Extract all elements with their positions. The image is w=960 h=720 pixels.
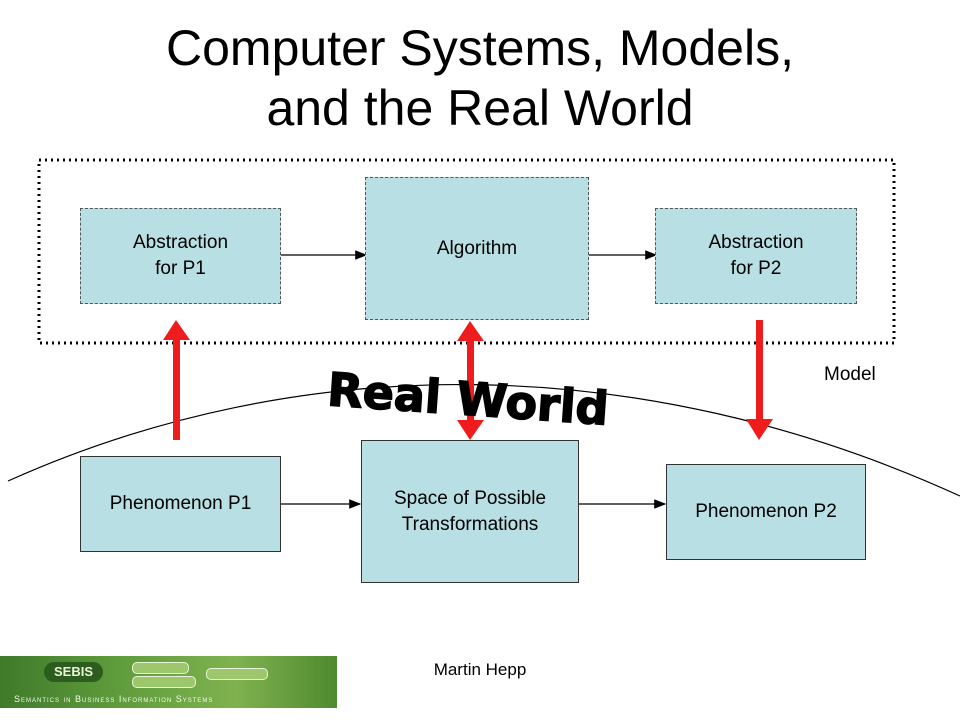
red-arrow-bidirectional [457, 321, 484, 440]
box-phenomenon-p2-label: Phenomenon P2 [695, 501, 837, 522]
model-label: Model [824, 364, 876, 385]
model-boundary [37, 158, 896, 345]
box-abstraction-p2: Abstraction for P2 [655, 208, 857, 304]
box-phenomenon-p2: Phenomenon P2 [666, 464, 866, 560]
sebis-logo: SEBIS Semantics in Business Information … [0, 656, 337, 708]
red-arrow-down-p2 [746, 320, 773, 440]
box-space-transformations-label: Space of Possible Transformations [393, 487, 547, 535]
logo-chip [132, 662, 189, 674]
box-phenomenon-p1: Phenomenon P1 [80, 456, 281, 552]
box-algorithm-label: Algorithm [436, 237, 518, 259]
logo-chip [132, 676, 196, 688]
box-abstraction-p2-label: Abstraction for P2 [708, 232, 804, 279]
red-arrow-up-p1 [163, 320, 190, 440]
logo-text: SEBIS [44, 662, 104, 682]
footer-author: Martin Hepp [433, 660, 527, 679]
box-abstraction-p1: Abstraction for P1 [80, 208, 281, 304]
box-abstraction-p1-label: Abstraction for P1 [132, 232, 229, 279]
slide-title: Computer Systems, Models, and the Real W… [0, 18, 960, 138]
box-space-transformations: Space of Possible Transformations [361, 440, 579, 583]
box-phenomenon-p1-label: Phenomenon P1 [109, 493, 252, 514]
logo-subtitle: Semantics in Business Information System… [14, 694, 214, 704]
title-line-1: Computer Systems, Models, [166, 20, 794, 76]
title-line-2: and the Real World [266, 80, 694, 136]
real-world-banner: Real World [326, 362, 611, 436]
logo-chip [206, 668, 268, 680]
box-algorithm: Algorithm [365, 177, 589, 320]
